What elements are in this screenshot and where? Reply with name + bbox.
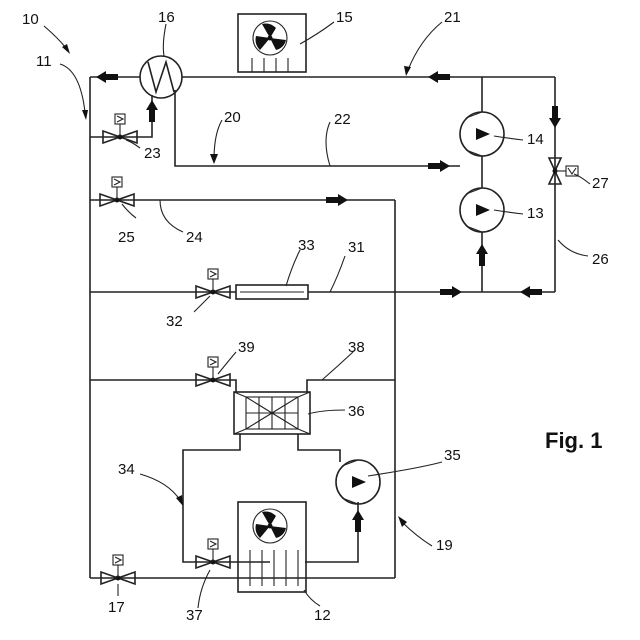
- flow-arrow-down-26: [549, 106, 561, 128]
- flow-arrow-right-22: [428, 160, 450, 172]
- ref-23: 23: [144, 145, 161, 162]
- ref-19: 19: [436, 537, 453, 554]
- ref-13: 13: [527, 205, 544, 222]
- reference-numerals: 10 11 16 15 21 20 22 14 23 27 13 25 24 3…: [22, 9, 609, 624]
- component-33: [236, 285, 308, 299]
- ref-39: 39: [238, 339, 255, 356]
- ref-12: 12: [314, 607, 331, 624]
- valve-27: [549, 158, 578, 184]
- flow-arrows: [96, 71, 561, 532]
- ref-21: 21: [444, 9, 461, 26]
- ref-17: 17: [108, 599, 125, 616]
- ref-33: 33: [298, 237, 315, 254]
- ref-26: 26: [592, 251, 609, 268]
- ref-35: 35: [444, 447, 461, 464]
- ref-15: 15: [336, 9, 353, 26]
- valve-23: [103, 114, 137, 143]
- ref-24: 24: [186, 229, 203, 246]
- ref-34: 34: [118, 461, 135, 478]
- heat-exchanger-36: [234, 392, 310, 434]
- valve-25: [100, 177, 134, 206]
- ref-38: 38: [348, 339, 365, 356]
- ref-25: 25: [118, 229, 135, 246]
- heat-exchanger-16: [140, 56, 182, 98]
- ref-14: 14: [527, 131, 544, 148]
- valve-39: [196, 357, 230, 386]
- ref-16: 16: [158, 9, 175, 26]
- pump-35: [336, 460, 380, 504]
- ref-31: 31: [348, 239, 365, 256]
- compressor-14: [460, 112, 504, 156]
- ref-11: 11: [36, 53, 52, 70]
- leader-lines: [44, 22, 590, 608]
- ref-32: 32: [166, 313, 183, 330]
- flow-arrow-up-16: [146, 100, 158, 122]
- valve-17: [101, 555, 135, 584]
- flow-arrow-left-26: [520, 286, 542, 298]
- flow-arrow-right-24: [326, 194, 348, 206]
- flow-arrow-up-13: [476, 244, 488, 266]
- valve-32: [196, 269, 230, 298]
- condenser-fan-unit-15: [238, 14, 306, 72]
- figure-label: Fig. 1: [545, 428, 602, 453]
- flow-arrow-up-35: [352, 510, 364, 532]
- ref-22: 22: [334, 111, 351, 128]
- ref-36: 36: [348, 403, 365, 420]
- flow-arrow-left-top: [96, 71, 118, 83]
- ref-27: 27: [592, 175, 609, 192]
- ref-10: 10: [22, 11, 39, 28]
- valve-37: [196, 539, 230, 568]
- flow-arrow-left-21: [428, 71, 450, 83]
- ref-37: 37: [186, 607, 203, 624]
- ref-20: 20: [224, 109, 241, 126]
- flow-arrow-right-31: [440, 286, 462, 298]
